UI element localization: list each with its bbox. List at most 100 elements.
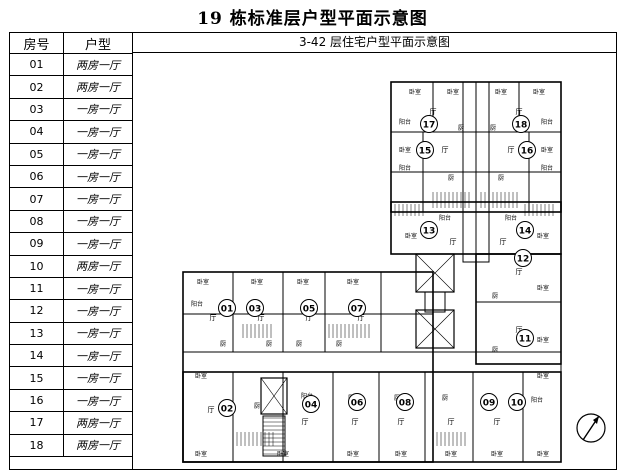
room-label: 厅 <box>448 418 455 426</box>
room-label: 厨 <box>296 341 302 348</box>
room-label: 卧室 <box>491 450 503 458</box>
room-number-cell: 18 <box>9 433 64 458</box>
room-number-cell: 06 <box>9 164 64 189</box>
unit-type-cell: 一房一厅 <box>63 388 133 413</box>
room-label: 厨 <box>254 403 260 410</box>
room-label: 厅 <box>516 268 523 276</box>
room-label: 厅 <box>398 418 405 426</box>
room-label: 阳台 <box>399 118 411 126</box>
floor-plan-header: 3-42 层住宅户型平面示意图 <box>132 32 617 53</box>
unit-number-label: 01 <box>221 305 234 315</box>
room-number-cell: 17 <box>9 411 64 435</box>
room-label: 厨 <box>266 341 272 348</box>
unit-type-cell: 一房一厅 <box>63 232 133 256</box>
room-label: 厅 <box>352 418 359 426</box>
unit-type-cell: 一房一厅 <box>63 299 133 323</box>
unit-type-cell: 一房一厅 <box>63 187 133 211</box>
unit-type-cell: 一房一厅 <box>63 276 133 301</box>
room-number-cell: 15 <box>9 366 64 390</box>
room-number-cell: 03 <box>9 97 64 122</box>
room-label: 卧室 <box>537 336 549 344</box>
unit-type-cell: 两房一厅 <box>63 52 133 77</box>
wall <box>415 309 455 349</box>
room-label: 厨 <box>490 125 496 132</box>
room-label: 厅 <box>358 314 365 322</box>
wall-outline <box>260 377 288 415</box>
room-label: 卧室 <box>251 278 263 286</box>
unit-number-badge <box>348 299 366 317</box>
room-label: 卧室 <box>347 278 359 286</box>
room-label: 厨 <box>442 395 448 402</box>
unit-type-cell: 一房一厅 <box>63 366 133 390</box>
room-label: 阳台 <box>541 118 553 126</box>
unit-type-cell: 一房一厅 <box>63 209 133 234</box>
room-label: 阳台 <box>505 214 517 222</box>
unit-number-badge <box>514 249 532 267</box>
room-label: 卧室 <box>445 450 457 458</box>
unit-type-cell: 一房一厅 <box>63 344 133 368</box>
wall-outline <box>415 309 455 349</box>
room-number-cell: 01 <box>9 52 64 77</box>
table-header-row: 房号 户型 <box>9 32 133 54</box>
wall-outline <box>182 351 562 373</box>
room-label: 厅 <box>258 314 265 322</box>
room-label: 卧室 <box>399 146 411 154</box>
room-number-cell: 13 <box>9 321 64 346</box>
unit-number-label: 12 <box>517 255 530 265</box>
room-label: 厅 <box>306 314 313 322</box>
room-label: 厨 <box>220 341 226 348</box>
wall <box>260 377 288 415</box>
unit-type-cell: 两房一厅 <box>63 254 133 278</box>
room-number-cell: 05 <box>9 142 64 166</box>
room-number-cell: 08 <box>9 209 64 234</box>
room-label: 阳台 <box>399 164 411 172</box>
room-label: 厅 <box>450 238 457 246</box>
unit-type-cell: 一房一厅 <box>63 164 133 189</box>
room-label: 阳台 <box>531 396 543 404</box>
unit-number-label: 13 <box>423 227 436 237</box>
room-label: 厨 <box>498 175 504 182</box>
compass-icon <box>576 413 606 443</box>
wall-outline <box>262 415 286 457</box>
unit-number-badge <box>218 399 236 417</box>
room-label: 厨 <box>336 341 342 348</box>
room-label: 卧室 <box>297 278 309 286</box>
unit-number-label: 04 <box>305 401 318 411</box>
wall-outline <box>182 371 562 463</box>
unit-number-label: 14 <box>519 227 532 237</box>
room-label: 卧室 <box>495 88 507 96</box>
room-label: 卧室 <box>541 146 553 154</box>
room-number-cell: 11 <box>9 276 64 301</box>
room-label: 阳台 <box>541 164 553 172</box>
room-number-cell: 14 <box>9 344 64 368</box>
unit-type-cell: 一房一厅 <box>63 321 133 346</box>
room-number-cell: 04 <box>9 120 64 144</box>
room-label: 厨 <box>492 347 498 354</box>
unit-number-badge <box>480 393 498 411</box>
unit-number-badge <box>348 393 366 411</box>
room-label: 卧室 <box>533 88 545 96</box>
room-label: 阳台 <box>439 214 451 222</box>
room-label: 厨 <box>458 125 464 132</box>
unit-number-badge <box>516 329 534 347</box>
room-label: 卧室 <box>347 450 359 458</box>
unit-number-label: 10 <box>511 399 524 409</box>
unit-number-badge <box>302 395 320 413</box>
room-label: 厅 <box>516 326 523 334</box>
